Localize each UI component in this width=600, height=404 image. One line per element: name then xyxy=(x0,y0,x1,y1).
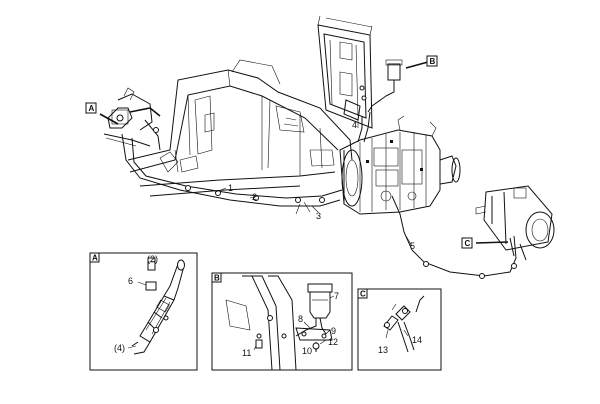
clutch-lines xyxy=(121,111,517,279)
part-number-8: 8 xyxy=(298,314,303,324)
part-number-9: 9 xyxy=(331,326,336,336)
part-number-11: 11 xyxy=(242,348,251,358)
part-number-2: 2 xyxy=(252,192,257,202)
cab-bracket-frame xyxy=(317,15,373,129)
main-assembly-view: 1 2 3 4 5 A B C xyxy=(85,15,555,279)
detail-panel-c: C 13 14 xyxy=(357,288,442,371)
leader-lines xyxy=(99,61,509,247)
clutch-booster-cylinder xyxy=(475,185,555,261)
fluid-reservoir xyxy=(367,59,403,113)
cab-pillar xyxy=(225,275,297,371)
callout-b: B xyxy=(426,55,438,67)
callout-a: A xyxy=(85,102,97,114)
part-number-13: 13 xyxy=(378,345,388,355)
hose-fitting xyxy=(145,257,157,291)
mounting-bracket xyxy=(295,327,333,352)
detail-panel-b: B xyxy=(211,272,353,371)
callout-c-label: C xyxy=(465,239,471,248)
part-number-10: 10 xyxy=(302,346,312,356)
bolt-set xyxy=(255,333,263,349)
part-number-1: 1 xyxy=(228,183,233,193)
part-number-3: 3 xyxy=(316,211,321,221)
part-number-14: 14 xyxy=(412,335,422,345)
part-number-12: 12 xyxy=(328,337,338,347)
callout-a-label: A xyxy=(89,104,95,113)
detail-panel-c-label: C xyxy=(360,290,366,299)
part-number-7: 7 xyxy=(334,291,339,301)
callout-b-label: B xyxy=(430,57,436,66)
part-number-5: 5 xyxy=(410,241,415,251)
detail-panel-b-label: B xyxy=(214,274,220,283)
reservoir-detail xyxy=(295,283,333,337)
master-cylinder xyxy=(131,259,185,355)
transmission-gearbox xyxy=(339,115,461,215)
banjo-fitting xyxy=(383,295,425,353)
callout-c: C xyxy=(461,237,473,249)
vehicle-frame xyxy=(127,59,353,197)
detail-panel-a: A (2) 6 (4) xyxy=(89,252,198,371)
part-ref-4: (4) xyxy=(114,343,125,353)
part-number-6: 6 xyxy=(128,276,133,286)
part-ref-2: (2) xyxy=(147,254,158,264)
detail-panel-a-label: A xyxy=(92,254,98,263)
part-number-4: 4 xyxy=(352,120,357,130)
